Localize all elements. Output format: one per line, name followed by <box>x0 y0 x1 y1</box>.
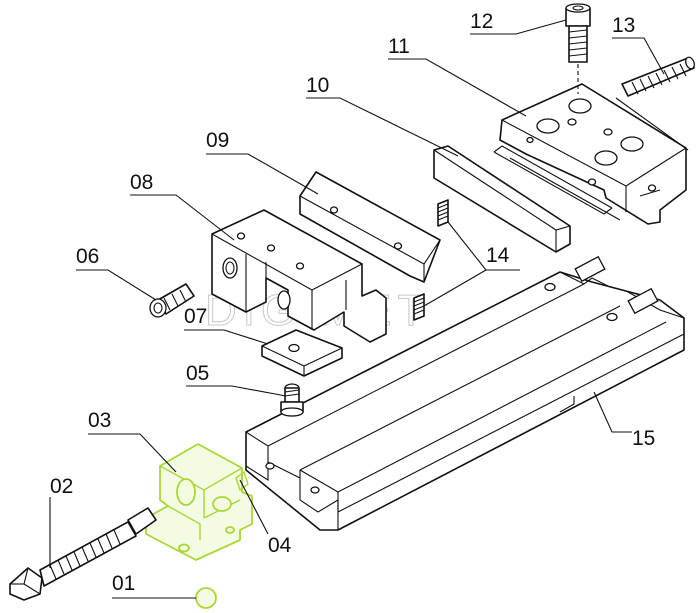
label-02: 02 <box>50 475 73 498</box>
label-11: 11 <box>388 35 410 58</box>
part-02-lead-screw <box>9 507 157 601</box>
label-12: 12 <box>470 10 493 33</box>
label-01: 01 <box>112 572 135 595</box>
part-labels: 01 02 03 04 05 06 07 08 09 10 11 12 13 1… <box>50 10 655 595</box>
part-06-socket-screw <box>149 283 195 318</box>
label-08: 08 <box>130 171 153 194</box>
part-01-highlighted-pin <box>195 587 217 609</box>
part-05-set-screw <box>280 383 304 417</box>
label-10: 10 <box>306 74 329 97</box>
part-13-threaded-pin <box>621 56 695 97</box>
label-06: 06 <box>76 245 99 268</box>
part-08-fixed-jaw <box>211 209 387 343</box>
label-03: 03 <box>88 409 111 432</box>
label-13: 13 <box>612 14 635 37</box>
leader-lines <box>49 19 689 599</box>
part-03-swivel-block-highlighted <box>145 443 253 561</box>
part-15-base-rail <box>245 255 685 531</box>
label-04: 04 <box>268 534 292 557</box>
label-09: 09 <box>206 129 229 152</box>
part-12-cap-screw <box>565 3 591 94</box>
label-14: 14 <box>486 244 510 267</box>
label-05: 05 <box>186 362 209 385</box>
label-15: 15 <box>632 427 655 450</box>
part-09-jaw-plate <box>299 171 441 283</box>
part-11-movable-jaw <box>493 83 687 225</box>
part-10-jaw-plate <box>433 145 571 253</box>
label-07: 07 <box>184 305 207 328</box>
part-07-clamp-plate <box>261 329 343 377</box>
